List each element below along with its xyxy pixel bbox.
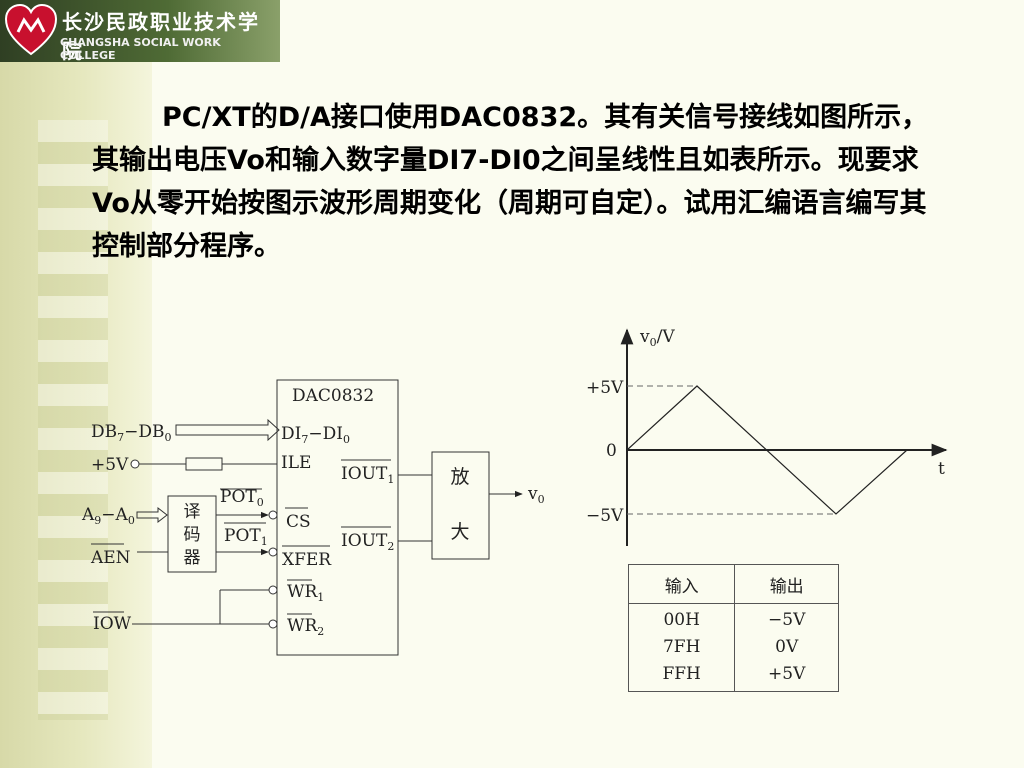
dac-chip-box [276,379,399,656]
decoder-char-3: 器 [184,548,201,568]
output-0v: 0V [775,637,799,657]
address-bus-label: A9−A0 [81,505,135,527]
di-pin-label: DI7−DI0 [281,424,350,446]
waveform-x-label: t [938,459,945,479]
xfer-pin-label: XFER [282,550,332,570]
dac-chip-label: DAC0832 [292,386,374,406]
waveform-y-label: v0/V [639,327,675,349]
input-ffh: FFH [662,664,701,684]
table-header-row: 输入 输出 [627,564,839,604]
iow-label: IOW [93,614,132,634]
input-output-table: 输入 输出 00H 7FH FFH −5V 0V +5V [627,564,839,692]
amplifier-char-1: 放 [450,466,469,488]
header-input: 输入 [627,564,736,604]
school-name-en: CHANGSHA SOCIAL WORK COLLEGE [60,36,221,62]
sidebar-background [0,0,152,768]
aen-label: AEN [90,548,131,568]
waveform-high-level: +5V [586,378,624,398]
waveform-low-level: −5V [586,506,624,526]
plus5v-terminal [130,459,140,469]
sidebar-stripe [38,120,108,720]
wr1-pin-label: WR1 [287,582,324,604]
input-7fh: 7FH [662,637,701,657]
iout2-pin-label: IOUT2 [341,531,394,553]
pot1-label: POT1 [224,526,268,548]
amplifier-char-2: 大 [450,521,469,543]
input-values: 00H 7FH FFH [627,603,736,692]
db-bus-arrow [175,418,280,442]
xfer-inverter-bubble [268,547,278,557]
ile-pin-label: ILE [281,453,311,473]
cs-inverter-bubble [268,510,278,520]
resistor [185,457,223,471]
output-plus5v: +5V [768,664,806,684]
wr1-inverter-bubble [268,585,278,595]
question-text: PC/XT的D/A接口使用DAC0832。其有关信号接线如图所示，其输出电压Vo… [92,102,929,262]
school-name-cn: 长沙民政职业技术学院 [62,10,260,63]
decoder-char-2: 码 [184,525,201,545]
amplifier-box [431,451,490,560]
address-bus-arrow [136,506,168,524]
output-minus5v: −5V [768,610,806,630]
header-banner: 长沙民政职业技术学院 CHANGSHA SOCIAL WORK COLLEGE [0,0,280,63]
waveform-zero-level: 0 [606,441,617,461]
iout1-pin-label: IOUT1 [341,464,394,486]
cs-pin-label: CS [286,512,311,532]
pot0-label: POT0 [220,487,264,509]
wr2-inverter-bubble [268,619,278,629]
table-row: 00H 7FH FFH −5V 0V +5V [627,603,839,692]
plus5v-label: +5V [91,455,129,475]
triangle-waveform [626,385,908,515]
db-bus-label: DB7−DB0 [91,422,172,444]
wr2-pin-label: WR2 [287,616,324,638]
decoder-box [167,495,217,573]
heart-logo-icon [4,3,58,56]
output-values: −5V 0V +5V [734,603,839,692]
vout-label: v0 [527,484,545,506]
decoder-char-1: 译 [184,502,201,522]
input-00h: 00H [663,610,700,630]
header-output: 输出 [734,564,839,604]
